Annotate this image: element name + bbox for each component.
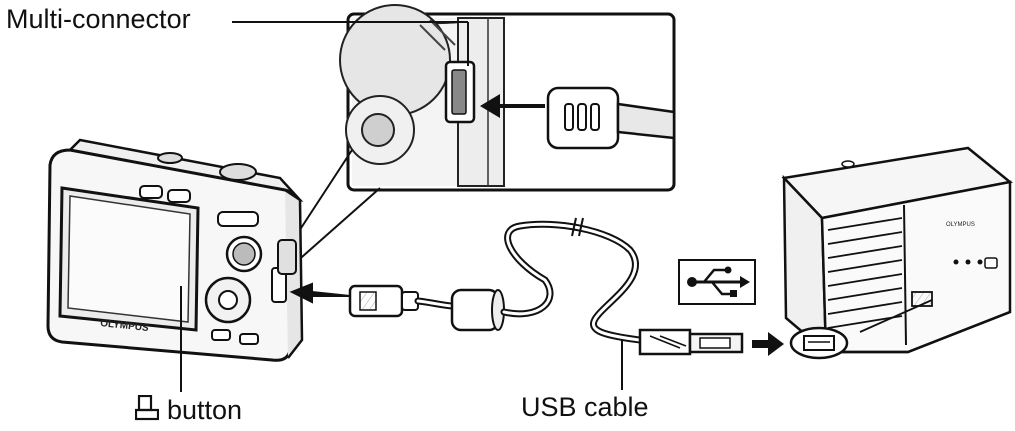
usb-icon — [678, 259, 756, 305]
connector-zoom-inset — [339, 4, 676, 192]
print-button-label: button — [134, 394, 243, 426]
usb-cable — [348, 217, 744, 356]
usb-insert-arrow — [752, 332, 784, 356]
callout-line-2 — [293, 187, 381, 265]
camera-brand: OLYMPUS — [100, 318, 150, 334]
multi-connector-label: Multi-connector — [6, 4, 191, 34]
plug-insert-arrow — [289, 282, 351, 304]
usb-cable-label: USB cable — [521, 392, 649, 422]
svg-text:OLYMPUS: OLYMPUS — [946, 222, 975, 228]
print-button-text: button — [167, 395, 243, 425]
print-icon — [134, 394, 160, 426]
usb-port-zoom — [789, 326, 849, 360]
camera: OLYMPUS — [46, 138, 304, 362]
printer: OLYMPUS — [781, 146, 1013, 355]
